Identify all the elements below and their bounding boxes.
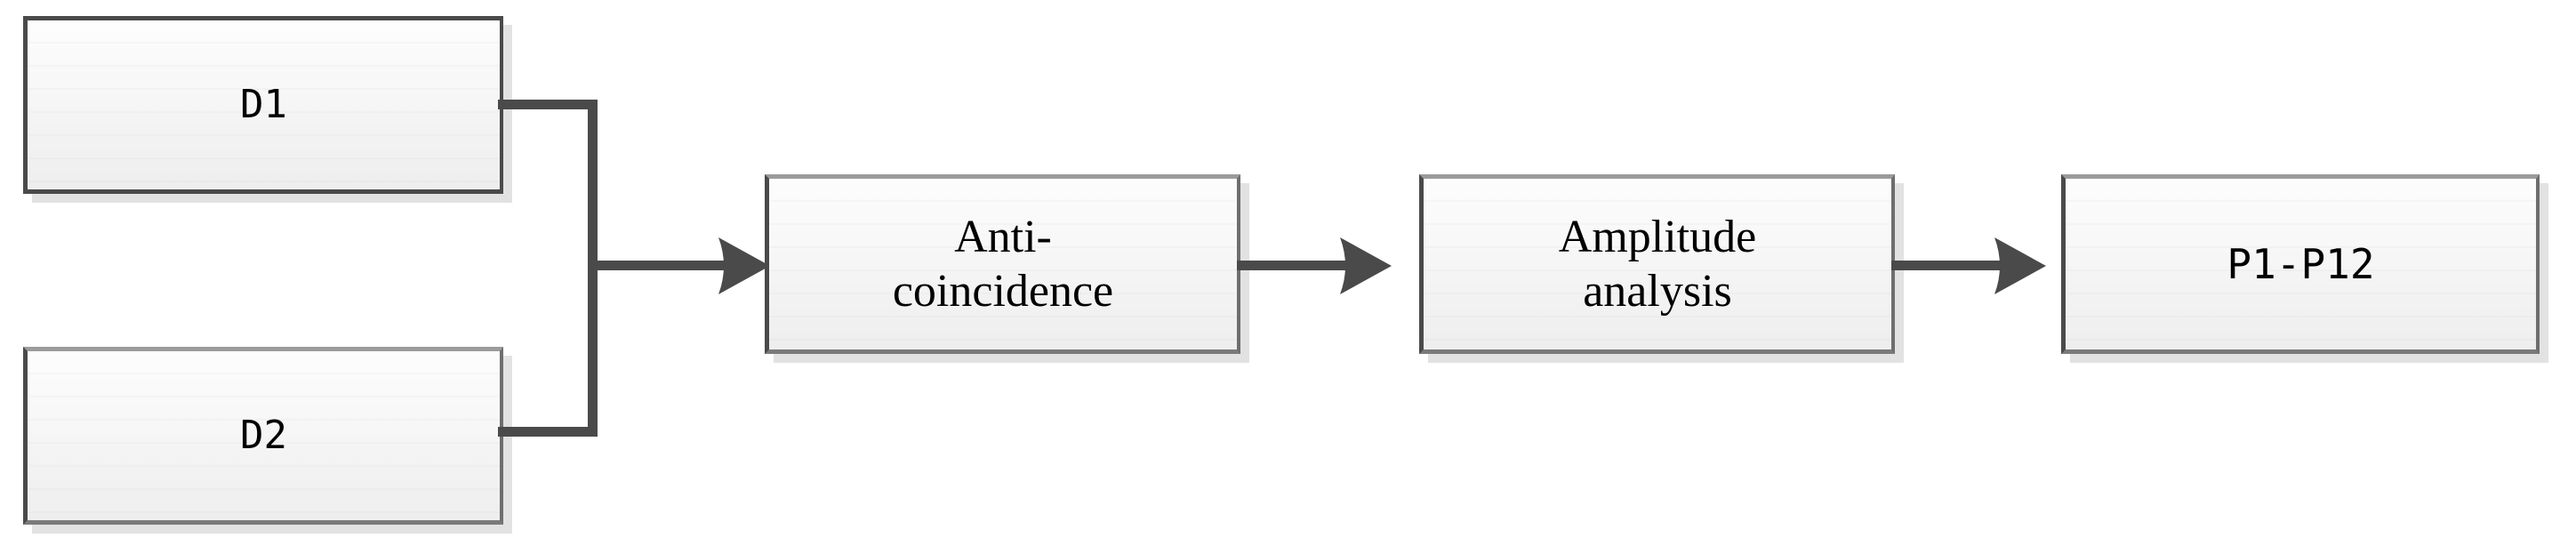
connector-anti-coincidence-to-amplitude-analysis — [1237, 261, 1347, 270]
node-d2-label: D2 — [240, 413, 287, 459]
node-d2[interactable]: D2 — [23, 347, 503, 525]
connector-d1-horizontal — [498, 100, 598, 109]
node-d1[interactable]: D1 — [23, 16, 503, 194]
node-amplitude-analysis-label: Amplitude analysis — [1558, 211, 1757, 317]
arrow-head-to-amplitude-analysis — [1340, 237, 1392, 294]
arrow-head-to-p1-p12 — [1994, 237, 2046, 294]
node-amplitude-analysis[interactable]: Amplitude analysis — [1419, 174, 1895, 354]
node-p1-p12[interactable]: P1-P12 — [2061, 174, 2540, 354]
connector-junction-to-anti-coincidence — [588, 261, 726, 270]
node-d1-label: D1 — [240, 82, 287, 128]
connector-amplitude-analysis-to-p1-p12 — [1891, 261, 2002, 270]
connector-d2-horizontal — [498, 427, 598, 437]
node-p1-p12-label: P1-P12 — [2227, 239, 2375, 288]
node-anti-coincidence[interactable]: Anti- coincidence — [765, 174, 1240, 354]
arrow-head-to-anti-coincidence — [718, 237, 770, 294]
node-anti-coincidence-label: Anti- coincidence — [892, 211, 1114, 317]
